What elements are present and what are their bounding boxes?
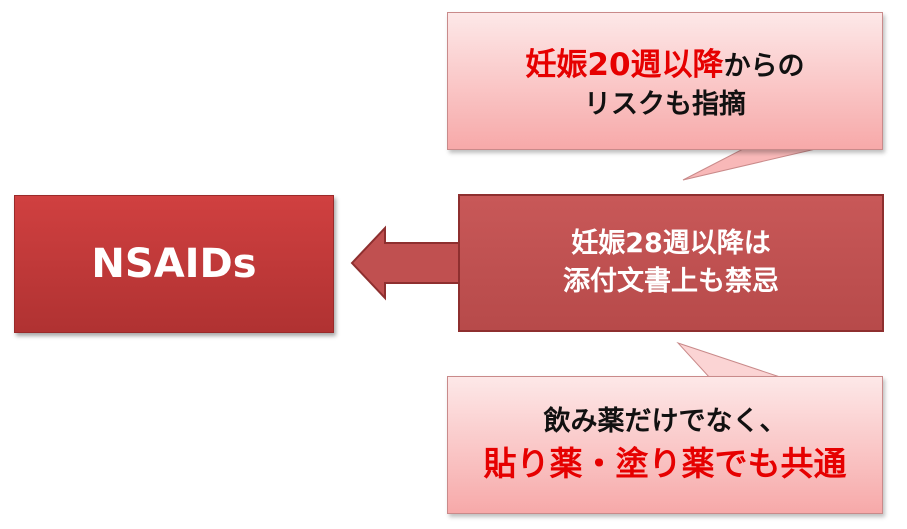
center-box: 妊娠28週以降は 添付文書上も禁忌 (458, 194, 884, 332)
top-callout-line2: リスクも指摘 (584, 88, 746, 120)
nsaids-box: NSAIDs (14, 195, 334, 333)
top-callout-line1: 妊娠20週以降からの (525, 39, 804, 86)
center-line1: 妊娠28週以降は (571, 228, 771, 259)
center-line2: 添付文書上も禁忌 (563, 266, 779, 297)
top-callout-tail (682, 147, 821, 181)
bottom-callout-line1: 飲み薬だけでなく、 (543, 406, 787, 437)
top-callout-highlight: 妊娠20週以降 (525, 46, 724, 83)
bottom-callout-tail (676, 341, 784, 379)
nsaids-label: NSAIDs (91, 241, 257, 287)
bottom-callout: 飲み薬だけでなく、 貼り薬・塗り薬でも共通 (447, 376, 883, 514)
top-callout: 妊娠20週以降からの リスクも指摘 (447, 12, 883, 150)
top-callout-rest: からの (723, 50, 805, 82)
left-arrow (350, 225, 461, 301)
bottom-callout-line2: 貼り薬・塗り薬でも共通 (483, 444, 847, 483)
